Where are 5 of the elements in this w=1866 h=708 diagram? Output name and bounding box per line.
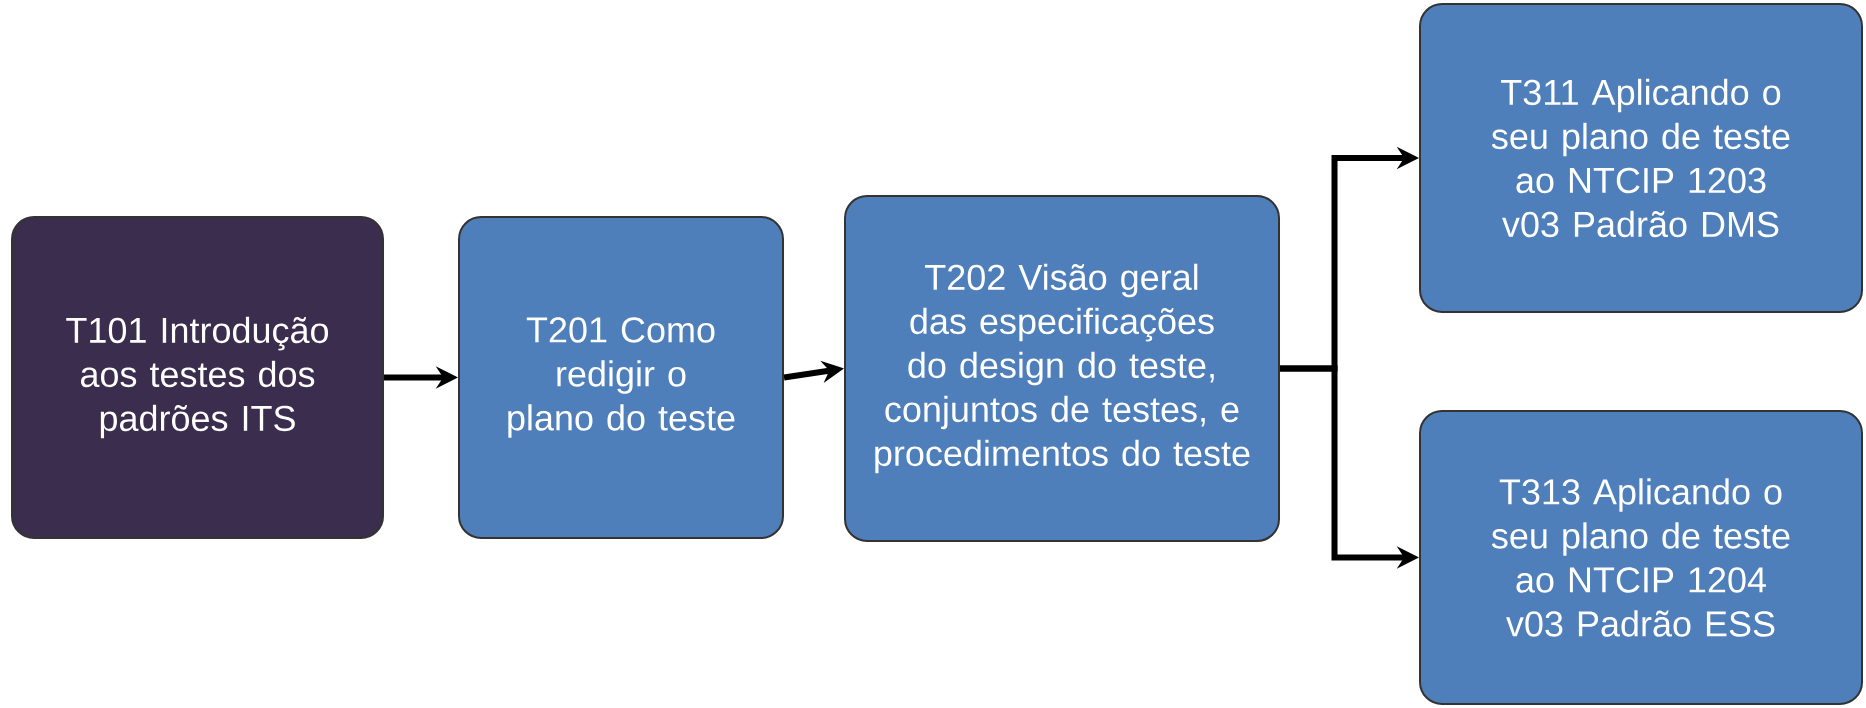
process-box: T201 Como redigir o plano do teste — [458, 216, 784, 539]
process-box: T311 Aplicando o seu plano de teste ao NTCIP 1203 v03 Padrão DMS — [1419, 3, 1863, 313]
process-box: T101 Introdução aos testes dos padrões ITS — [11, 216, 384, 539]
process-box: T202 Visão geral das especificações do design do teste, conjuntos de testes, e procedimentos do teste — [844, 195, 1280, 542]
process-box: T313 Aplicando o seu plano de teste ao NTCIP 1204 v03 Padrão ESS — [1419, 410, 1863, 705]
